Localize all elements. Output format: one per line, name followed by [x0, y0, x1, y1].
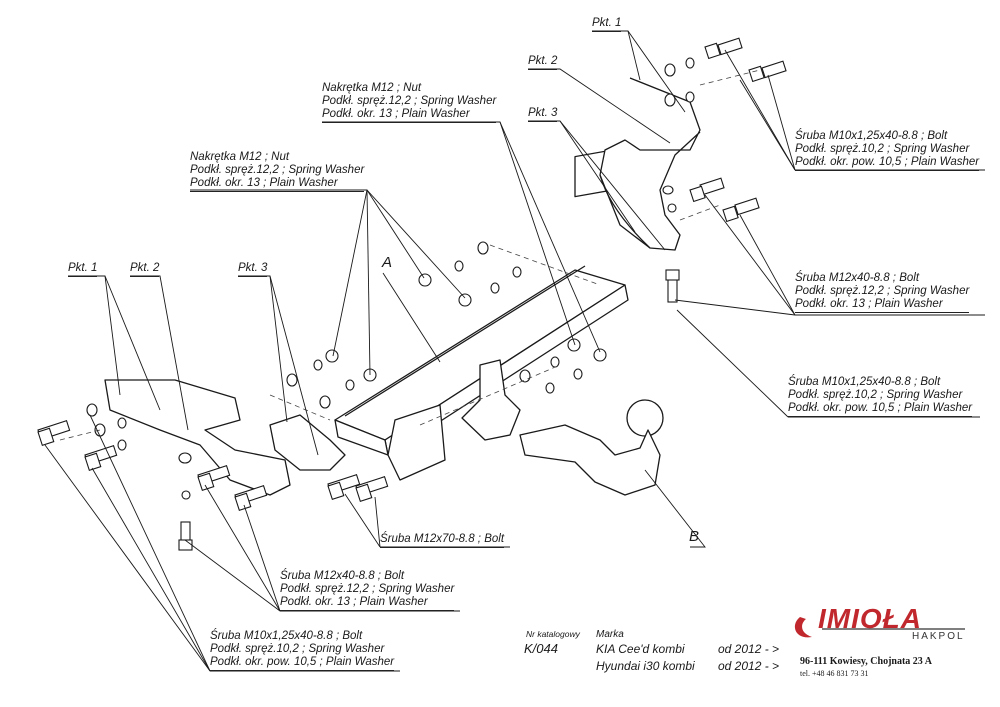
pkt3-top-label: Pkt. 3: [528, 107, 558, 122]
washer-icon: [286, 241, 583, 409]
callout-bolt-m10-bottom: Śruba M10x1,25x40-8.8 ; Bolt Podkł. sprę…: [210, 630, 395, 671]
leader-lines: [44, 30, 985, 672]
brand-name: IMIOŁA: [818, 603, 922, 634]
callout-bolt-m10-top-right: Śruba M10x1,25x40-8.8 ; Bolt Podkł. sprę…: [795, 130, 980, 171]
imiola-logo-icon: [794, 617, 965, 638]
bolt-icon: [704, 37, 743, 60]
bolt-icon: [84, 445, 118, 472]
right-bracket: [599, 77, 701, 251]
washer-icon: [178, 452, 192, 500]
brand-phone: tel. +48 46 831 73 31: [800, 669, 869, 678]
bolt-icon: [665, 269, 680, 303]
callout-nut-left: Nakrętka M12 ; Nut Podkł. spręż.12,2 ; S…: [190, 151, 365, 192]
callout-bolt-m12-bottom: Śruba M12x40-8.8 ; Bolt Podkł. spręż.12,…: [280, 570, 455, 611]
bolt-icon: [355, 476, 389, 503]
bolt-icon: [748, 60, 787, 83]
callout-bolt-m12-right: Śruba M12x40-8.8 ; Bolt Podkł. spręż.12,…: [795, 272, 970, 313]
tow-ball: [519, 399, 664, 496]
pkt2-left-label: Pkt. 2: [130, 262, 160, 277]
pkt2-top-label: Pkt. 2: [528, 55, 558, 70]
catalog-number: K/044: [524, 641, 558, 656]
part-a-label: A: [382, 254, 393, 271]
bolt-icon: [722, 197, 760, 223]
nut-icon: [325, 273, 607, 382]
alignment-lines: [59, 69, 761, 441]
catalog-model-1: KIA Cee'd kombi: [596, 642, 685, 656]
left-bracket: [104, 379, 346, 496]
bolt-icon: [689, 177, 725, 203]
brand-address: 96-111 Kowiesy, Chojnata 23 A: [800, 656, 932, 667]
center-brackets: [387, 359, 521, 481]
brand-sub: HAKPOL: [912, 631, 965, 642]
bolt-icon: [234, 485, 268, 512]
fastener-set: [37, 37, 787, 551]
part-b-label: B: [689, 528, 700, 545]
catalog-year-2: od 2012 - >: [718, 659, 780, 673]
washer-icon: [662, 185, 677, 213]
bolt-icon: [197, 465, 231, 492]
pkt1-top-label: Pkt. 1: [592, 17, 622, 32]
washer-icon: [664, 57, 695, 107]
catalog-model-2: Hyundai i30 kombi: [596, 659, 695, 673]
washer-icon: [86, 403, 127, 451]
catalog-nr-label: Nr katalogowy: [526, 629, 580, 639]
bolt-icon: [327, 474, 361, 501]
catalog-year-1: od 2012 - >: [718, 642, 780, 656]
bolt-icon: [178, 521, 193, 551]
catalog-marka-label: Marka: [596, 629, 624, 640]
callout-bolt-m12x70: Śruba M12x70-8.8 ; Bolt: [380, 533, 505, 548]
pkt1-left-label: Pkt. 1: [68, 262, 98, 277]
callout-nut-top: Nakrętka M12 ; Nut Podkł. spręż.12,2 ; S…: [322, 82, 497, 123]
bolt-icon: [37, 420, 71, 447]
callout-bolt-m10-mid-right: Śruba M10x1,25x40-8.8 ; Bolt Podkł. sprę…: [788, 376, 973, 417]
pkt3-left-label: Pkt. 3: [238, 262, 268, 277]
